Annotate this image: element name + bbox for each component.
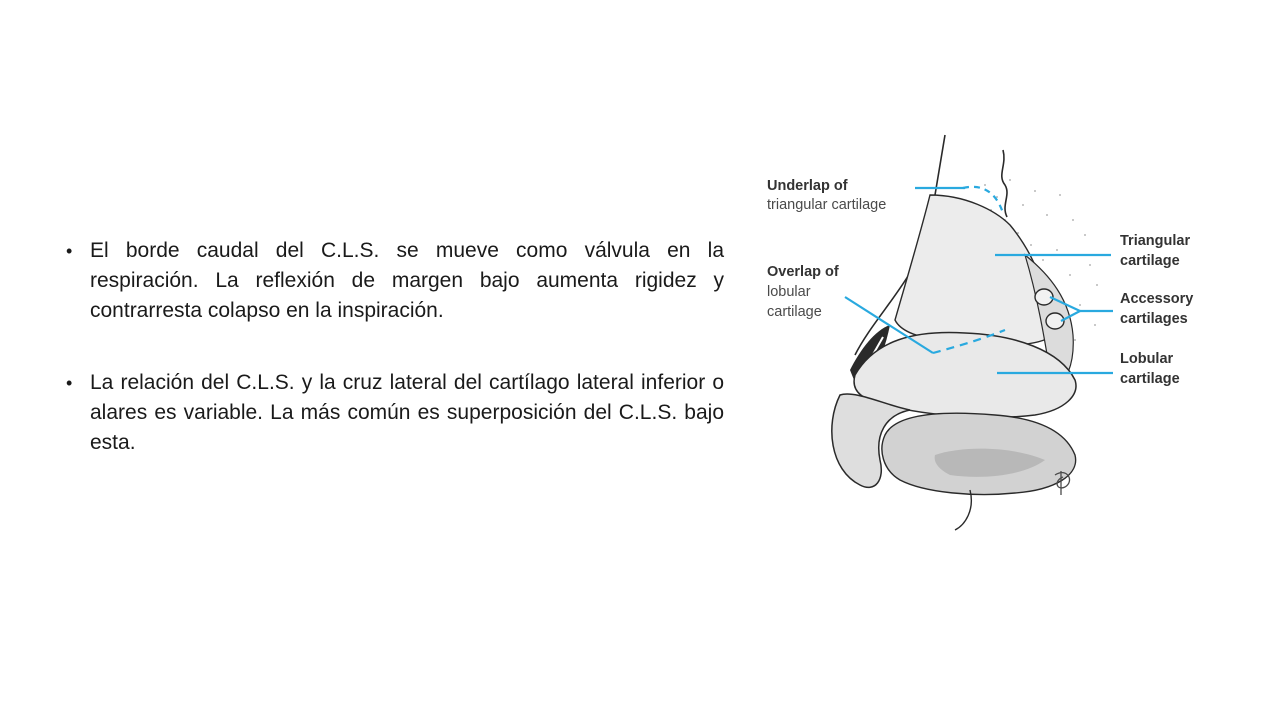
bullet-text: El borde caudal del C.L.S. se mueve como… — [90, 239, 724, 322]
underlap-label-line1: Underlap of — [767, 178, 848, 194]
bullet-dot-icon: • — [66, 373, 73, 393]
bullet-item-valve: • El borde caudal del C.L.S. se mueve co… — [62, 236, 724, 326]
accessory-leader-line-2 — [1060, 310, 1081, 322]
overlap-label-line2: lobular — [767, 284, 811, 300]
lobular-label-line1: Lobular — [1120, 351, 1174, 367]
overlap-leader-line — [844, 296, 934, 354]
triangular-label-line1: Triangular — [1120, 233, 1190, 249]
alar-base-outline — [954, 489, 972, 531]
nasal-cartilage-svg: Underlap of triangular cartilage Overlap… — [767, 134, 1193, 531]
septum-edge-outline — [1001, 149, 1008, 218]
bullet-text: La relación del C.L.S. y la cruz lateral… — [90, 371, 724, 454]
bullet-list: • El borde caudal del C.L.S. se mueve co… — [62, 236, 724, 458]
triangular-label-line2: cartilage — [1120, 253, 1180, 269]
underlap-label-line2: triangular cartilage — [767, 197, 886, 213]
lobular-label-line2: cartilage — [1120, 371, 1180, 387]
overlap-label-line1: Overlap of — [767, 264, 839, 280]
accessory-label-line2: cartilages — [1120, 311, 1188, 327]
accessory-label-line1: Accessory — [1120, 291, 1193, 307]
bullet-item-relation: • La relación del C.L.S. y la cruz later… — [62, 368, 724, 458]
accessory-leader-line-1 — [1049, 296, 1081, 312]
accessory-cartilage-1-shape — [1034, 288, 1054, 306]
medial-crus-shape — [831, 393, 911, 489]
artist-signature-mark — [1054, 471, 1071, 495]
underlap-dashed-line — [962, 185, 1005, 214]
nasal-cartilage-illustration: Underlap of triangular cartilage Overlap… — [735, 125, 1225, 580]
overlap-dashed-line — [932, 328, 1006, 355]
leader-lines — [844, 185, 1113, 375]
bullet-dot-icon: • — [66, 241, 73, 261]
nostril-shadow-shape — [934, 448, 1045, 477]
accessory-cartilage-2-shape — [1045, 312, 1065, 330]
overlap-label-line3: cartilage — [767, 304, 822, 320]
